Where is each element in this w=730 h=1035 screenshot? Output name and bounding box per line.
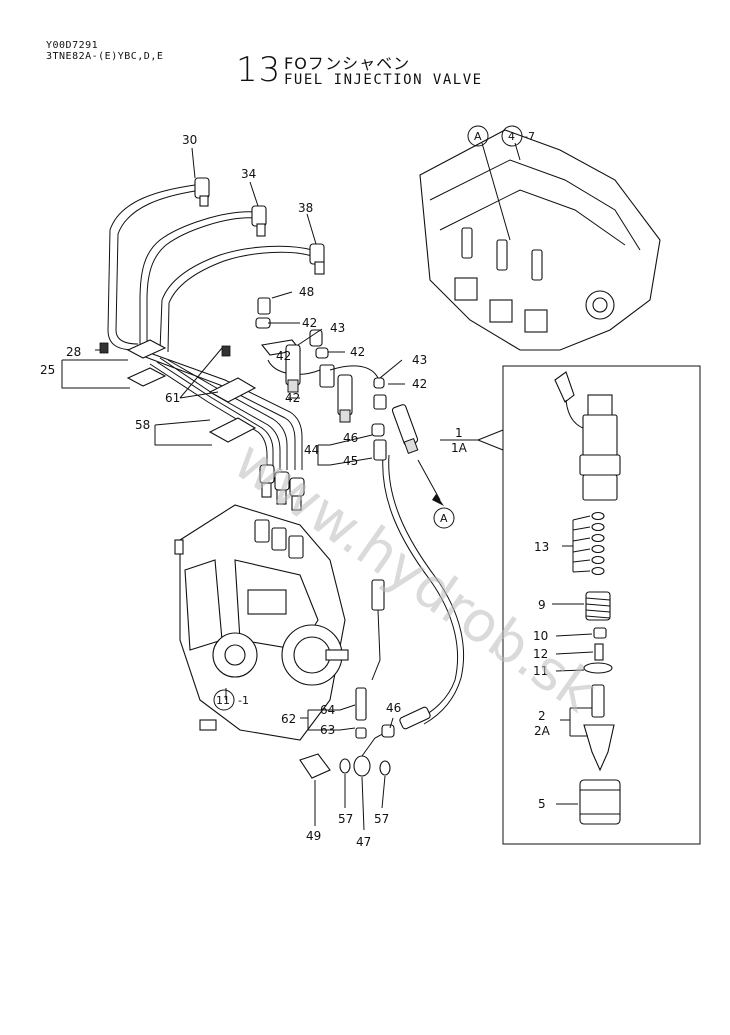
callout-58: 58	[135, 418, 150, 432]
callout-34: 34	[241, 167, 256, 181]
callout-2: 2	[538, 709, 546, 723]
ref-4-suffix: -7	[524, 130, 535, 143]
callout-1: 1	[455, 426, 463, 440]
ref-a-top: A	[474, 130, 482, 143]
callout-64: 64	[320, 703, 335, 717]
callout-25: 25	[40, 363, 55, 377]
callout-30: 30	[182, 133, 197, 147]
page-title: FUEL INJECTION VALVE	[284, 72, 483, 88]
callout-57-a: 57	[338, 812, 353, 826]
callout-11: 11	[533, 664, 548, 678]
leak-off-fittings	[255, 297, 387, 461]
circled-references: A 4 -7 A 11 -1	[213, 125, 535, 711]
callout-12: 12	[533, 647, 548, 661]
callout-45: 45	[343, 454, 358, 468]
ref-a-bottom: A	[440, 512, 448, 525]
callout-42-d: 42	[285, 391, 300, 405]
callout-42-e: 42	[276, 349, 291, 363]
callout-labels: 30 34 38 48 42 43 42 43 42 42 42 28 25 6…	[40, 133, 551, 849]
callout-1a: 1A	[451, 441, 468, 455]
callout-61: 61	[165, 391, 180, 405]
injector-detail-panel	[477, 365, 701, 845]
callout-5: 5	[538, 797, 546, 811]
callout-28: 28	[66, 345, 81, 359]
injectors-installed	[285, 344, 444, 506]
ref-4-circle	[501, 125, 523, 147]
banjo-fittings	[299, 687, 395, 779]
return-hose	[371, 454, 465, 730]
ref-11-suffix: -1	[238, 694, 249, 707]
ref-11: 11	[216, 694, 230, 707]
title-japanese: FOフンシャベン	[284, 54, 411, 73]
callout-47: 47	[356, 835, 371, 849]
ref-4: 4	[508, 130, 515, 143]
callout-10: 10	[533, 629, 548, 643]
callout-46-b: 46	[386, 701, 401, 715]
callout-43-a: 43	[330, 321, 345, 335]
ref-11-circle	[213, 689, 235, 711]
pipe-clamps	[99, 339, 257, 443]
callout-9: 9	[538, 598, 546, 612]
ref-a-top-circle	[467, 125, 489, 147]
leader-lines	[61, 147, 594, 831]
callout-49: 49	[306, 829, 321, 843]
drawing-code: Y00D7291	[46, 40, 99, 51]
callout-43-b: 43	[412, 353, 427, 367]
callout-48: 48	[299, 285, 314, 299]
pump-pipe-unions	[259, 464, 305, 511]
callout-44: 44	[304, 443, 319, 457]
section-number: 13	[236, 50, 282, 90]
callout-38: 38	[298, 201, 313, 215]
callout-63: 63	[320, 723, 335, 737]
callout-13: 13	[534, 540, 549, 554]
callout-42-c: 42	[412, 377, 427, 391]
fuel-pipes	[107, 177, 325, 470]
model-code: 3TNE82A-(E)YBC,D,E	[46, 51, 164, 62]
injection-pump	[174, 504, 349, 741]
ref-a-bottom-circle	[433, 507, 455, 529]
callout-42-b: 42	[350, 345, 365, 359]
callout-46-a: 46	[343, 431, 358, 445]
callout-2a: 2A	[534, 724, 551, 738]
cylinder-head	[419, 129, 661, 351]
callout-57-b: 57	[374, 812, 389, 826]
callout-42-a: 42	[302, 316, 317, 330]
callout-62: 62	[281, 712, 296, 726]
